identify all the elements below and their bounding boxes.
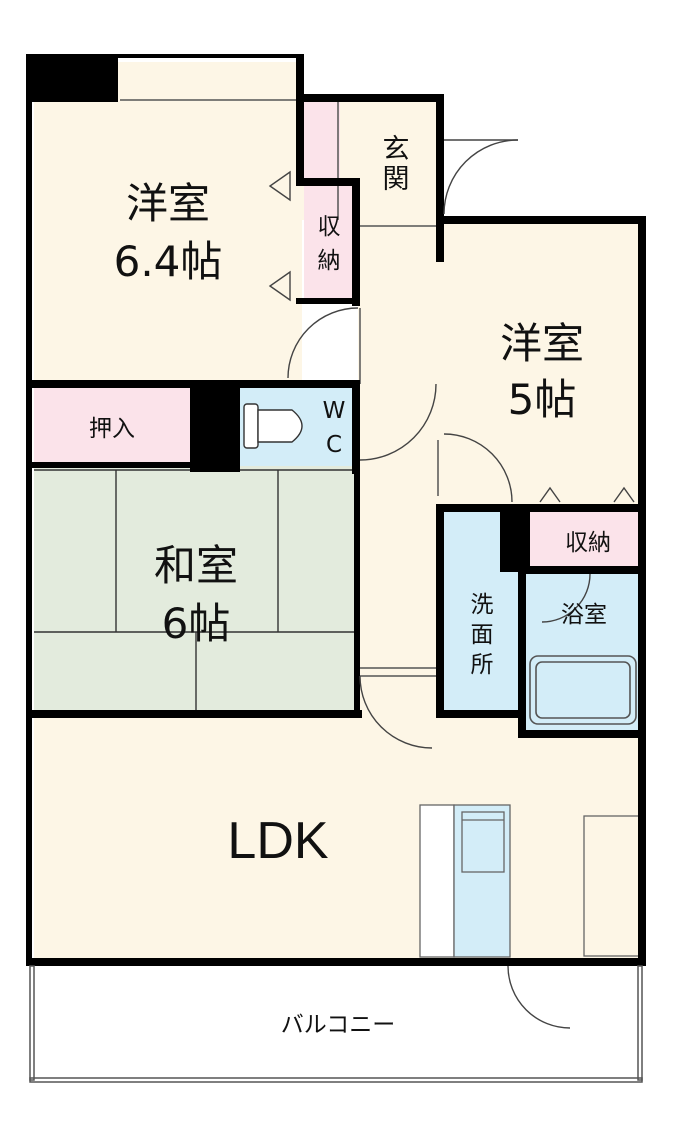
kitchen-counter-icon (419, 804, 511, 958)
storage-2-floor (530, 512, 642, 574)
hallway-floor (358, 218, 440, 718)
washroom-label-2: 面 (471, 622, 494, 648)
floor-fills (28, 62, 644, 1082)
bathtub-icon (529, 655, 637, 725)
ldk-label: LDK (227, 812, 328, 870)
western-room-6-4-floor (34, 62, 302, 384)
closet-floor (34, 388, 190, 466)
western-room-1-name: 洋室 (126, 179, 210, 228)
tatami-floor (34, 466, 360, 712)
western-room-1-size: 6.4帖 (114, 237, 223, 286)
storage-1-label-1: 収 (318, 214, 341, 240)
labels: 洋室 6.4帖 洋室 5帖 和室 6帖 LDK 玄 関 収 納 押入 W C 収… (89, 134, 611, 1038)
japanese-room-name: 和室 (154, 541, 238, 590)
wc-label-c: C (326, 432, 342, 458)
japanese-room-size: 6帖 (162, 599, 231, 648)
walls (26, 54, 646, 1083)
door-swings (268, 139, 635, 1029)
washroom-label-1: 洗 (471, 592, 494, 618)
storage-1-floor (304, 184, 354, 300)
storage-1-label-2: 納 (318, 248, 341, 274)
balcony-floor (28, 962, 644, 1082)
bath-label: 浴室 (561, 602, 607, 628)
washroom-label-3: 所 (471, 652, 494, 678)
fixtures (243, 403, 643, 958)
balcony-label: バルコニー (281, 1012, 396, 1038)
toilet-icon (243, 403, 303, 449)
closet-label: 押入 (89, 416, 135, 442)
entrance-label-1: 玄 (383, 134, 410, 165)
storage-2-label: 収納 (565, 530, 611, 556)
western-room-5-floor (440, 222, 642, 512)
bath-floor (524, 574, 642, 732)
entrance-label-2: 関 (383, 164, 410, 195)
wc-label-w: W (323, 398, 346, 424)
western-room-2-name: 洋室 (500, 319, 584, 368)
entrance-shoe-box (304, 100, 340, 178)
western-room-2-size: 5帖 (508, 375, 577, 424)
thin-lines (120, 99, 440, 677)
